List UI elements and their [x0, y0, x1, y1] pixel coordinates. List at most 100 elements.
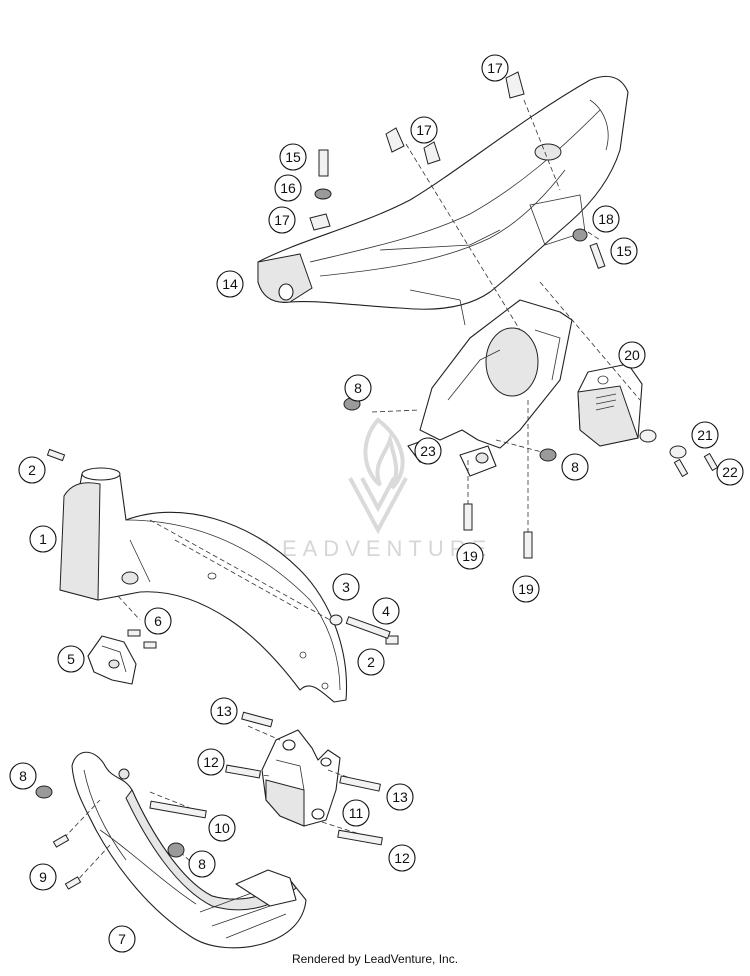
- svg-text:18: 18: [598, 211, 614, 227]
- svg-text:13: 13: [392, 789, 408, 805]
- svg-text:11: 11: [349, 805, 364, 821]
- nut-8: [167, 842, 185, 858]
- bolt-6: [127, 629, 141, 637]
- svg-text:7: 7: [118, 931, 126, 947]
- svg-text:3: 3: [342, 579, 350, 595]
- svg-text:17: 17: [487, 60, 503, 76]
- callout-22: 22: [716, 458, 744, 486]
- callout-23: 23: [414, 437, 442, 465]
- part-14-tank: [257, 75, 629, 326]
- callout-4: 4: [372, 597, 400, 625]
- leader-lines: [63, 99, 641, 885]
- callout-17-top: 17: [481, 54, 509, 82]
- svg-text:5: 5: [67, 651, 75, 667]
- watermark-text: LEADVENTURE: [264, 536, 493, 561]
- callout-12-right: 12: [388, 844, 416, 872]
- bolt-13: [241, 711, 274, 728]
- callout-17-left: 17: [268, 206, 296, 234]
- svg-text:13: 13: [216, 703, 232, 719]
- screw-9: [52, 834, 70, 848]
- svg-text:19: 19: [518, 581, 534, 597]
- nut-8: [35, 785, 53, 799]
- clip-17: [309, 213, 331, 231]
- bolt-12: [337, 829, 383, 846]
- svg-text:8: 8: [354, 380, 362, 396]
- svg-text:14: 14: [222, 276, 238, 292]
- washer-21: [669, 445, 687, 459]
- bolt-15: [589, 242, 606, 269]
- part-7-skidplate: [71, 751, 307, 949]
- bolt-13: [339, 775, 381, 792]
- svg-text:9: 9: [39, 869, 47, 885]
- svg-text:19: 19: [462, 548, 478, 564]
- bolt-15: [318, 149, 329, 177]
- hardware: [35, 71, 719, 890]
- callout-6: 6: [144, 607, 172, 635]
- callout-10: 10: [208, 814, 236, 842]
- svg-text:2: 2: [28, 462, 36, 478]
- bolt-19: [523, 531, 533, 559]
- callout-8-upper: 8: [344, 374, 372, 402]
- callout-19-left: 19: [456, 542, 484, 570]
- screw-2: [46, 448, 66, 462]
- svg-text:12: 12: [394, 850, 410, 866]
- svg-text:21: 21: [697, 427, 713, 443]
- svg-text:6: 6: [154, 613, 162, 629]
- bolt-10: [149, 800, 207, 819]
- svg-text:16: 16: [280, 180, 296, 196]
- svg-text:20: 20: [624, 347, 640, 363]
- svg-text:23: 23: [420, 443, 436, 459]
- svg-text:10: 10: [214, 820, 230, 836]
- callout-13-right: 13: [386, 783, 414, 811]
- footer-credit: Rendered by LeadVenture, Inc.: [291, 952, 459, 966]
- svg-text:15: 15: [285, 149, 301, 165]
- callout-12-left: 12: [197, 748, 225, 776]
- svg-text:8: 8: [19, 768, 27, 784]
- bolt-4: [345, 616, 391, 639]
- nut-8: [539, 448, 557, 462]
- callout-20: 20: [618, 341, 646, 369]
- svg-text:22: 22: [722, 464, 738, 480]
- callout-19-right: 19: [512, 575, 540, 603]
- part-11-mount: [261, 729, 341, 827]
- clip-17: [423, 141, 441, 165]
- callout-18: 18: [592, 205, 620, 233]
- callout-21: 21: [691, 421, 719, 449]
- screw-9: [64, 876, 82, 890]
- svg-text:8: 8: [198, 856, 206, 872]
- callout-7: 7: [108, 925, 136, 953]
- bolt-6: [143, 641, 157, 649]
- callout-17-mid: 17: [410, 116, 438, 144]
- svg-text:1: 1: [39, 531, 47, 547]
- callout-2-left: 2: [18, 456, 46, 484]
- callout-8-right: 8: [561, 453, 589, 481]
- callout-2-right: 2: [357, 648, 385, 676]
- svg-text:17: 17: [274, 212, 290, 228]
- grommet-16: [314, 188, 332, 200]
- nut-2: [385, 635, 399, 645]
- callout-5: 5: [57, 645, 85, 673]
- callout-1: 1: [29, 525, 57, 553]
- callout-9: 9: [29, 863, 57, 891]
- callout-14: 14: [216, 270, 244, 298]
- screw-22: [673, 458, 689, 478]
- screw-22: [703, 452, 719, 472]
- clip-17: [385, 127, 405, 153]
- part-5-bracket: [87, 635, 137, 685]
- callout-8-left: 8: [9, 762, 37, 790]
- callouts: 17 17 15 16 17 18 15 14 20 8 21 22 23 8 …: [9, 54, 744, 953]
- svg-text:15: 15: [616, 243, 632, 259]
- part-1-fender: [59, 467, 348, 703]
- svg-text:17: 17: [416, 122, 432, 138]
- washer-21: [639, 429, 657, 443]
- bolt-19: [463, 503, 473, 531]
- svg-text:4: 4: [382, 603, 390, 619]
- callout-15-left: 15: [279, 143, 307, 171]
- watermark-logo: LEADVENTURE: [264, 417, 493, 561]
- svg-text:2: 2: [367, 654, 375, 670]
- svg-text:8: 8: [571, 459, 579, 475]
- part-20-block: [577, 363, 643, 447]
- callout-15-right: 15: [610, 237, 638, 265]
- svg-text:12: 12: [203, 754, 219, 770]
